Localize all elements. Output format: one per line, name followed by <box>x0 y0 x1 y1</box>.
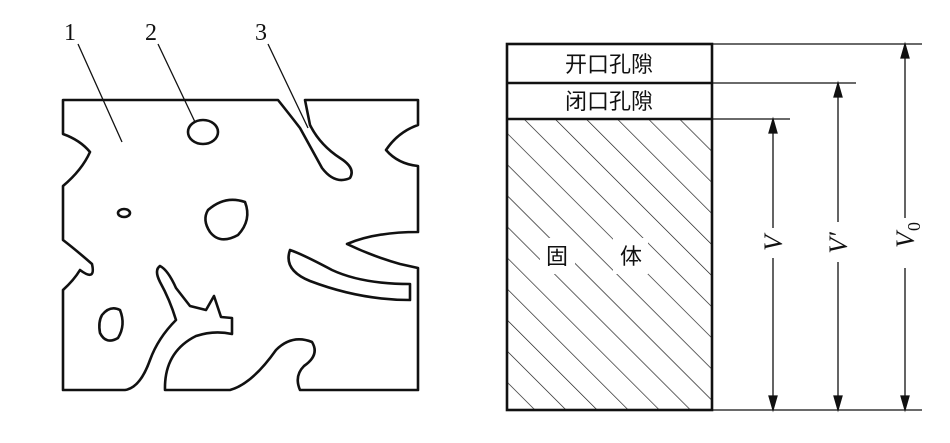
dimension-v0-subscript: 0 <box>904 222 924 231</box>
closed-pore <box>98 307 124 342</box>
arrow-icon <box>900 41 910 59</box>
volume-block <box>505 42 714 412</box>
solid-label-char1: 固 <box>546 245 568 270</box>
arrow-icon <box>833 395 843 413</box>
closed-pore <box>116 207 132 219</box>
porous-body <box>61 98 420 392</box>
open-pores-label: 开口孔隙 <box>565 53 653 78</box>
arrow-icon <box>900 395 910 413</box>
dimension-v-label: V <box>759 232 788 251</box>
arrow-icon <box>768 395 778 413</box>
material-outline <box>61 98 420 392</box>
closed-pore <box>186 118 220 146</box>
dimension-v-prime-label: V′ <box>824 232 853 254</box>
solid-region-hatch <box>507 119 712 410</box>
closed-pore <box>204 198 249 241</box>
dimension-v0-main: V <box>891 229 920 248</box>
label-leaders <box>77 43 309 143</box>
solid-label-char2: 体 <box>620 245 642 270</box>
arrow-icon <box>833 80 843 98</box>
dimension-v0-label: V 0 <box>891 222 924 248</box>
dimension-lines <box>712 41 922 413</box>
label-3-open-pore: 3 <box>255 20 267 46</box>
closed-pores-label: 闭口孔隙 <box>565 90 653 115</box>
label-2-closed-pore: 2 <box>145 20 157 46</box>
arrow-icon <box>768 116 778 134</box>
label-1-matrix: 1 <box>64 20 76 46</box>
closed-pore <box>287 248 412 302</box>
